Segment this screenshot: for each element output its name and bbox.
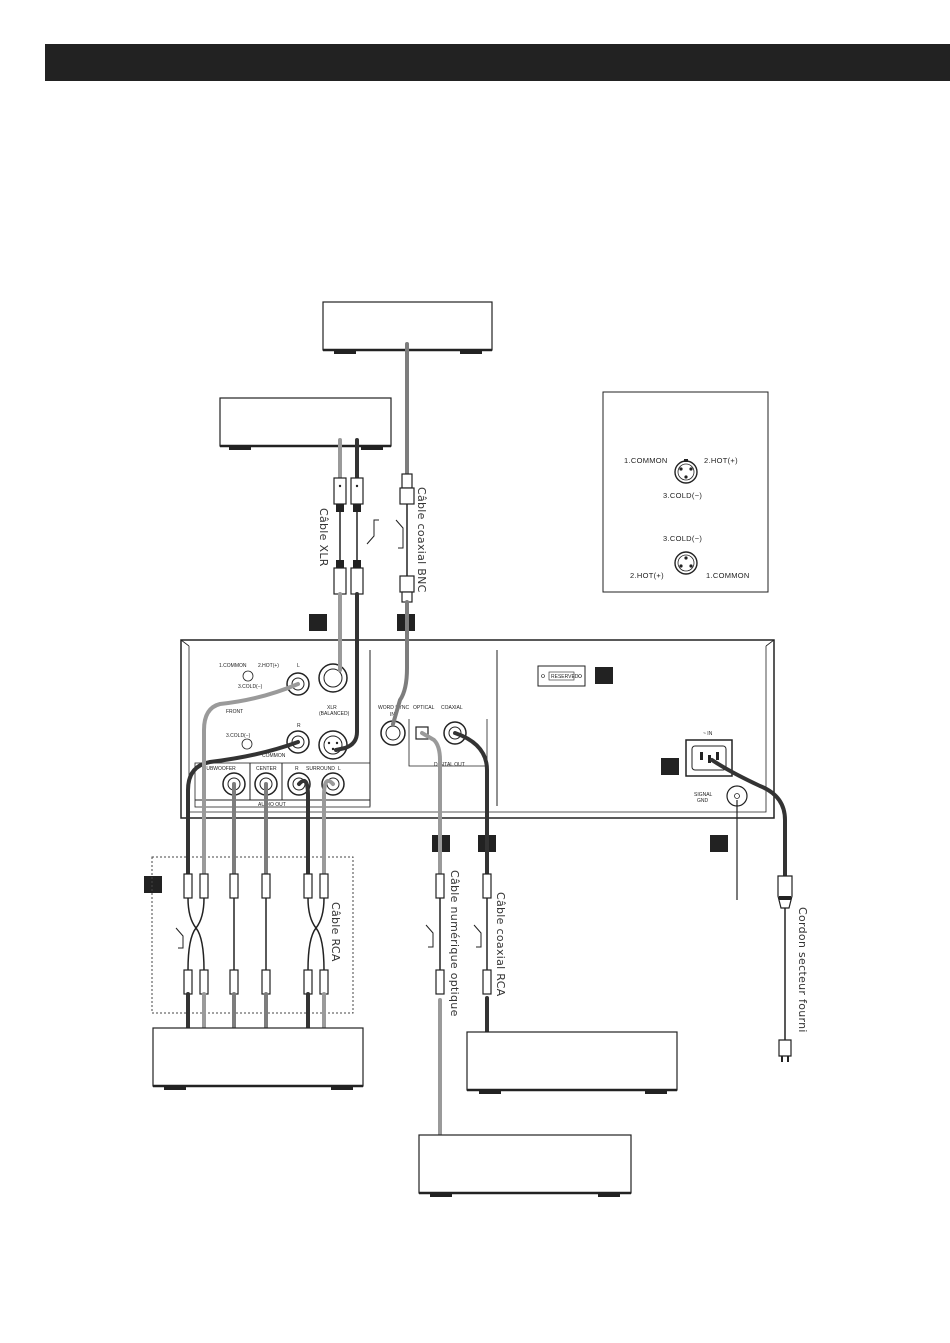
balanced-input-device: [219, 397, 392, 450]
svg-text:IN: IN: [390, 712, 395, 718]
marker-xlr: [309, 614, 327, 631]
power-cord-label: Cordon secteur fourni: [796, 907, 809, 1033]
coaxial-rca-cable: Câble coaxial RCA: [453, 731, 507, 1048]
coaxial-receiver-device: [466, 1031, 678, 1094]
xlr-r-jack[interactable]: [318, 730, 348, 760]
bnc-cable-label: Câble coaxial BNC: [415, 487, 428, 593]
svg-text:OPTICAL: OPTICAL: [413, 705, 435, 711]
svg-text:3.COLD(−): 3.COLD(−): [226, 733, 251, 739]
pin-male-cold: 3.COLD(−): [663, 534, 702, 543]
power-cord: Cordon secteur fourni: [710, 758, 809, 1062]
marker-ac-inlet: [661, 758, 679, 775]
rca-cable-label: Câble RCA: [329, 902, 342, 962]
svg-text:R: R: [297, 723, 301, 729]
svg-text:SURROUND: SURROUND: [306, 766, 335, 772]
optical-cable: Câble numérique optique: [420, 731, 461, 1142]
xlr-cable: Câble XLR: [317, 438, 379, 752]
svg-text:2.HOT(+): 2.HOT(+): [258, 663, 279, 669]
svg-text:COAXIAL: COAXIAL: [441, 705, 463, 711]
xlr-female-diagram: 1.COMMON 2.HOT(+) 3.COLD(−): [624, 456, 738, 500]
marker-gnd: [710, 835, 728, 852]
pin-female-common: 1.COMMON: [624, 456, 668, 465]
svg-text:GND: GND: [697, 798, 709, 804]
header-bar: [45, 44, 950, 81]
optical-receiver-device: [418, 1134, 632, 1197]
svg-text:L: L: [297, 663, 300, 669]
pin-female-cold: 3.COLD(−): [663, 491, 702, 500]
xlr-pinout-box: 1.COMMON 2.HOT(+) 3.COLD(−) 3.COLD(−) 2.…: [602, 391, 769, 593]
svg-text:CENTER: CENTER: [256, 766, 277, 772]
svg-text:SIGNAL: SIGNAL: [694, 792, 713, 798]
pin-male-hot: 2.HOT(+): [630, 571, 664, 580]
svg-text:(BALANCED): (BALANCED): [319, 711, 350, 717]
pin-female-hot: 2.HOT(+): [704, 456, 738, 465]
svg-text:RESERVED: RESERVED: [551, 674, 579, 680]
pin-male-common: 1.COMMON: [706, 571, 750, 580]
xlr-l-jack[interactable]: [318, 663, 348, 693]
optical-cable-label: Câble numérique optique: [448, 870, 461, 1017]
svg-text:R: R: [295, 766, 299, 772]
rear-panel: 1.COMMON 2.HOT(+) 3.COLD(−) FRONT 3.COLD…: [180, 639, 775, 819]
bnc-cable: Câble coaxial BNC: [391, 342, 428, 726]
coaxial-rca-cable-label: Câble coaxial RCA: [494, 892, 507, 997]
ac-inlet[interactable]: ~ IN: [685, 731, 733, 777]
svg-text:DIGITAL OUT: DIGITAL OUT: [434, 762, 465, 768]
digital-section: WORD SYNC IN OPTICAL COAXIAL DIGITAL OUT: [378, 705, 488, 768]
xlr-cable-label: Câble XLR: [317, 508, 330, 567]
marker-rca: [144, 876, 162, 893]
xlr-male-diagram: 3.COLD(−) 2.HOT(+) 1.COMMON: [630, 534, 750, 580]
svg-text:AUDIO OUT: AUDIO OUT: [258, 802, 286, 808]
multichannel-amplifier: [152, 1027, 364, 1090]
marker-reserved: [595, 667, 613, 684]
svg-text:3.COLD(−): 3.COLD(−): [238, 684, 263, 690]
svg-text:1.COMMON: 1.COMMON: [219, 663, 247, 669]
svg-text:SUBWOOFER: SUBWOOFER: [203, 766, 236, 772]
label-front: FRONT: [226, 709, 243, 715]
svg-text:COMMON: COMMON: [262, 753, 286, 759]
svg-text:WORD SYNC: WORD SYNC: [378, 705, 410, 711]
word-clock-device: [322, 301, 493, 354]
svg-text:~ IN: ~ IN: [703, 731, 713, 737]
svg-text:XLR: XLR: [327, 705, 337, 711]
rca-cable-group: [151, 856, 354, 1014]
reserved-plate: RESERVED: [537, 665, 586, 687]
svg-text:L: L: [338, 766, 341, 772]
